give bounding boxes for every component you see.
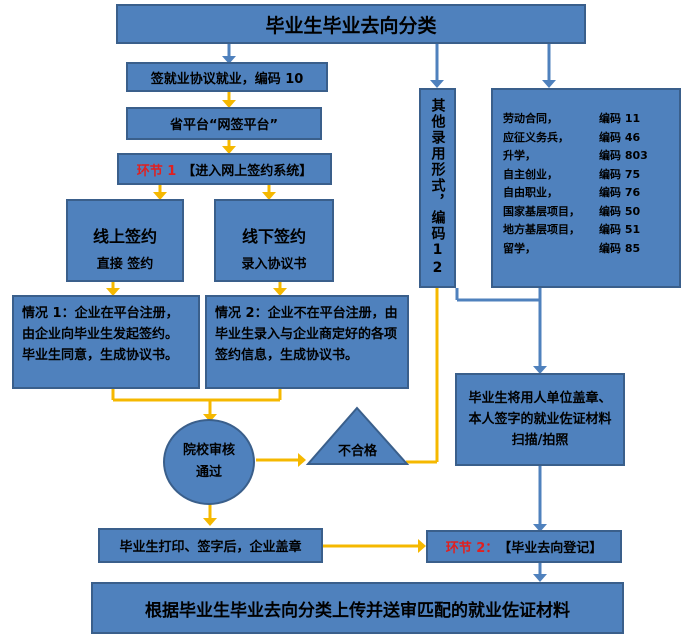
category-item: 国家基层项目， 编码 50: [503, 203, 669, 222]
category-name: 应征义务兵，: [503, 130, 569, 144]
school-review-text: 院校审核通过: [182, 443, 235, 480]
step2-box: 环节 2： 【毕业去向登记】: [426, 530, 622, 563]
scan-box: 毕业生将用人单位盖章、本人签字的就业佐证材料扫描/拍照: [455, 373, 625, 466]
online-sign-box: 线上签约 直接 签约: [66, 199, 184, 282]
category-list: 劳动合同， 编码 11 应征义务兵， 编码 46 升学， 编码 803 自主创业， 编码 75…: [503, 110, 669, 258]
step1-label: 环节 1: [136, 163, 177, 179]
category-item: 地方基层项目， 编码 51: [503, 221, 669, 240]
sign-agreement-text: 签就业协议就业，编码 10: [150, 71, 304, 87]
category-item: 自由职业， 编码 76: [503, 184, 669, 203]
online-sign-sub: 直接 签约: [96, 257, 154, 272]
case1-box: 情况 1：企业在平台注册，由企业向毕业生发起签约。毕业生同意，生成协议书。: [12, 295, 200, 389]
unqualified-text: 不合格: [337, 444, 377, 459]
scan-text: 毕业生将用人单位盖章、本人签字的就业佐证材料扫描/拍照: [468, 391, 612, 448]
category-item: 留学， 编码 85: [503, 240, 669, 259]
offline-sign-sub: 录入协议书: [241, 257, 307, 272]
category-name: 升学，: [503, 149, 536, 162]
category-name: 留学，: [503, 241, 536, 255]
category-item: 应征义务兵， 编码 46: [503, 129, 669, 148]
category-code: 编码 75: [599, 167, 641, 181]
category-name: 地方基层项目，: [503, 223, 580, 236]
category-name: 自由职业，: [503, 186, 558, 199]
category-item: 升学， 编码 803: [503, 147, 669, 166]
print-text: 毕业生打印、签字后，企业盖章: [119, 540, 302, 555]
case2-box: 情况 2：企业不在平台注册，由毕业生录入与企业商定好的各项签约信息，生成协议书。: [205, 295, 409, 389]
step1-text: 【进入网上签约系统】: [182, 163, 313, 179]
step2-text: 【毕业去向登记】: [498, 541, 603, 556]
category-code: 编码 11: [599, 112, 641, 125]
step2-label: 环节 2：: [445, 541, 499, 556]
title-text: 毕业生毕业去向分类: [265, 14, 437, 37]
category-code: 编码 51: [599, 223, 641, 236]
title-box: 毕业生毕业去向分类: [116, 4, 586, 44]
platform-box: 省平台“网签平台”: [126, 107, 322, 140]
case1-text: 情况 1：企业在平台注册，由企业向毕业生发起签约。毕业生同意，生成协议书。: [22, 306, 179, 363]
school-review-circle: 院校审核通过: [163, 419, 255, 505]
print-box: 毕业生打印、签字后，企业盖章: [98, 528, 323, 563]
category-code: 编码 85: [599, 241, 641, 255]
other-record-text: 其他录用形式，编码12: [429, 98, 446, 278]
category-name: 劳动合同，: [503, 112, 558, 125]
case2-text: 情况 2：企业不在平台注册，由毕业生录入与企业商定好的各项签约信息，生成协议书。: [215, 306, 398, 363]
category-code: 编码 76: [599, 186, 641, 199]
offline-sign-box: 线下签约 录入协议书: [214, 199, 334, 282]
bottom-text: 根据毕业生毕业去向分类上传并送审匹配的就业佐证材料: [145, 600, 570, 621]
category-code: 编码 50: [599, 204, 641, 218]
category-code: 编码 803: [599, 149, 648, 162]
category-name: 自主创业，: [503, 167, 558, 181]
unqualified-triangle: [305, 406, 410, 465]
step1-box: 环节 1 【进入网上签约系统】: [117, 153, 332, 185]
online-sign-title: 线上签约: [92, 227, 157, 246]
bottom-box: 根据毕业生毕业去向分类上传并送审匹配的就业佐证材料: [91, 582, 624, 634]
category-item: 自主创业， 编码 75: [503, 166, 669, 185]
sign-agreement-box: 签就业协议就业，编码 10: [126, 62, 328, 92]
category-name: 国家基层项目，: [503, 204, 580, 218]
category-box: 劳动合同， 编码 11 应征义务兵， 编码 46 升学， 编码 803 自主创业， 编码 75…: [491, 88, 681, 288]
offline-sign-title: 线下签约: [241, 227, 306, 246]
category-code: 编码 46: [599, 130, 641, 144]
other-record-box: 其他录用形式，编码12: [419, 88, 456, 288]
platform-text: 省平台“网签平台”: [169, 118, 279, 133]
category-item: 劳动合同， 编码 11: [503, 110, 669, 129]
